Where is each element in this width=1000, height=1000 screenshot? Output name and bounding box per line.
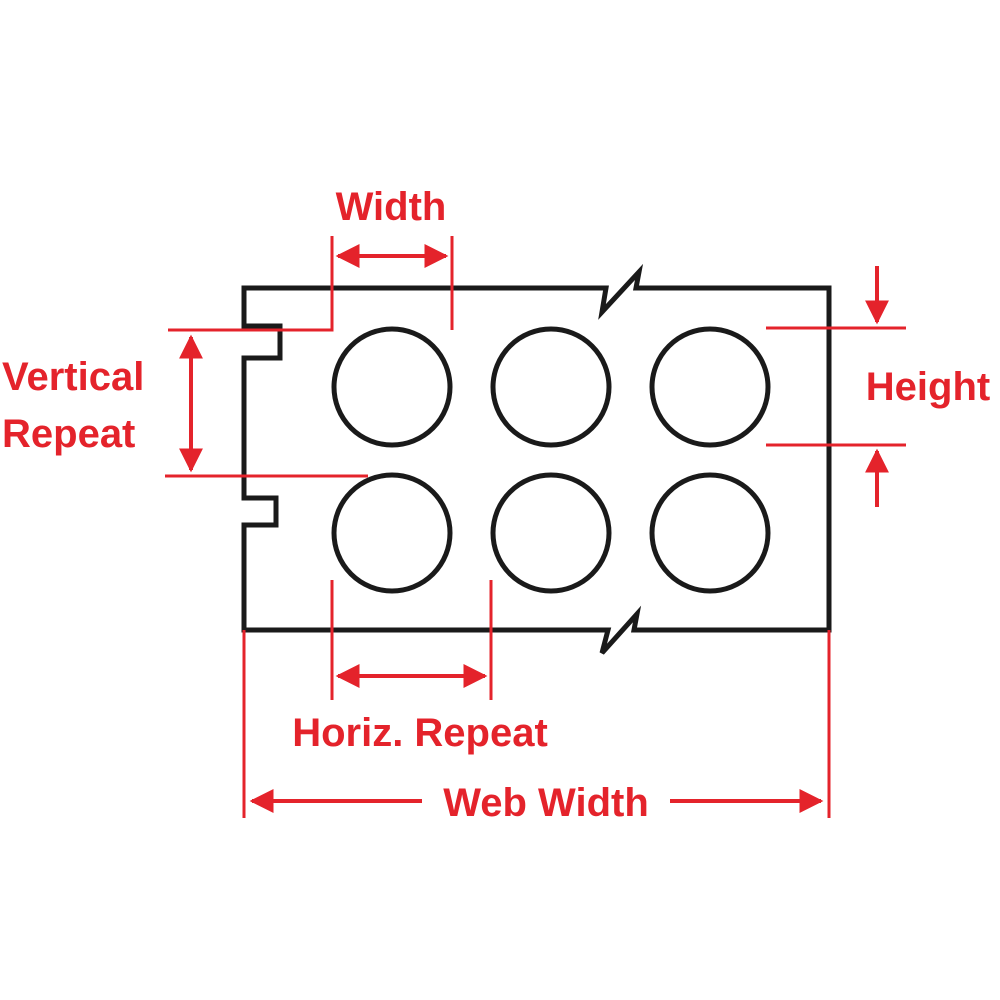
web-outline	[241, 263, 832, 655]
width-dimension: Width	[168, 185, 454, 332]
height-label: Height	[866, 365, 990, 409]
label-circle	[331, 472, 453, 594]
width-left-extension-line	[168, 236, 334, 332]
height-dimension: Height	[766, 266, 990, 507]
vertical-repeat-label-line2: Repeat	[2, 412, 135, 456]
web-width-dimension: Web Width	[242, 630, 831, 825]
width-label: Width	[336, 185, 447, 229]
web-outline-group	[241, 263, 832, 655]
label-circle	[490, 326, 612, 448]
label-grid	[331, 326, 771, 594]
vertical-repeat-dimension: Vertical Repeat	[2, 334, 368, 478]
label-circle	[331, 326, 453, 448]
label-circle	[649, 326, 771, 448]
web-width-label: Web Width	[443, 781, 649, 825]
label-circle	[490, 472, 612, 594]
label-circle	[649, 472, 771, 594]
horiz-repeat-dimension: Horiz. Repeat	[292, 580, 548, 755]
vertical-repeat-label-line1: Vertical	[2, 355, 144, 399]
horiz-repeat-label: Horiz. Repeat	[292, 711, 548, 755]
